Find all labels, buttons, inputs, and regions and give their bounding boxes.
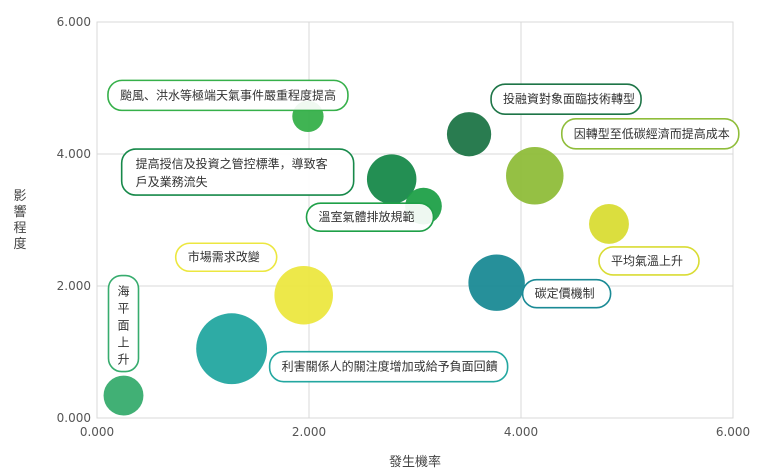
callout-label: 因轉型至低碳經濟而提高成本 <box>574 126 730 141</box>
callout-label: 市場需求改變 <box>188 249 260 264</box>
callout-labels: 颱風、洪水等極端天氣事件嚴重程度提高 投融資對象面臨技術轉型因轉型至低碳經濟而提高… <box>107 79 740 383</box>
y-tick-label: 2.000 <box>57 279 91 293</box>
callout-box <box>521 278 612 309</box>
bubble <box>103 375 144 416</box>
callout: 因轉型至低碳經濟而提高成本 <box>560 117 740 150</box>
callout-label: 平均氣溫上升 <box>611 254 683 268</box>
callout-box <box>268 350 509 383</box>
callout: 碳定價機制 <box>521 278 612 309</box>
tick-labels: 0.000 2.000 4.000 6.000 0.000 2.000 4.000 6.000 <box>57 15 751 439</box>
x-tick-label: 2.000 <box>292 425 326 439</box>
bubble <box>446 112 492 157</box>
bubble <box>196 313 268 385</box>
bubble <box>468 254 525 311</box>
callout-label: 提高授信及投資之管控標準，導致客戶及業務流失 <box>136 156 328 189</box>
x-tick-label: 4.000 <box>504 425 538 439</box>
gridlines <box>96 21 734 419</box>
x-tick-label: 6.000 <box>716 425 750 439</box>
callout: 海平面上升 <box>107 274 140 373</box>
callout: 平均氣溫上升 <box>598 246 700 276</box>
bubble <box>366 154 417 204</box>
callout: 颱風、洪水等極端天氣事件嚴重程度提高 <box>107 79 349 112</box>
callout-label: 颱風、洪水等極端天氣事件嚴重程度提高 <box>120 87 336 102</box>
callout-box <box>490 83 642 115</box>
x-tick-label: 0.000 <box>80 425 114 439</box>
callout-box <box>305 202 435 232</box>
callout-box <box>560 117 740 150</box>
y-axis-title-text: 影響程度 <box>13 189 26 252</box>
y-tick-label: 4.000 <box>57 147 91 161</box>
callout-label: 溫室氣體排放規範 <box>318 209 414 224</box>
callout-box <box>107 274 140 373</box>
callout-label: 利害關係人的關注度增加或給予負面回饋 <box>282 359 498 374</box>
callout: 利害關係人的關注度增加或給予負面回饋 <box>268 350 509 383</box>
y-tick-label: 6.000 <box>57 15 91 29</box>
callout-box <box>598 246 700 276</box>
callout-box <box>174 242 278 273</box>
callout-box <box>107 79 349 112</box>
bubble <box>274 265 333 325</box>
callout-label: 碳定價機制 <box>535 286 595 301</box>
bubble <box>506 147 564 205</box>
bubble <box>589 204 629 244</box>
x-axis-title: 發生機率 <box>389 454 441 470</box>
callout: 投融資對象面臨技術轉型 <box>490 83 642 115</box>
callout: 提高授信及投資之管控標準，導致客戶及業務流失 <box>120 148 355 196</box>
callout: 市場需求改變 <box>174 242 278 273</box>
y-axis-title: 影響程度 <box>13 189 26 252</box>
callout: 溫室氣體排放規範 <box>305 202 435 232</box>
callout-box <box>120 148 355 196</box>
callout-label: 投融資對象面臨技術轉型 <box>503 91 635 106</box>
y-tick-label: 0.000 <box>57 411 91 425</box>
callout-label: 海平面上升 <box>117 284 129 367</box>
